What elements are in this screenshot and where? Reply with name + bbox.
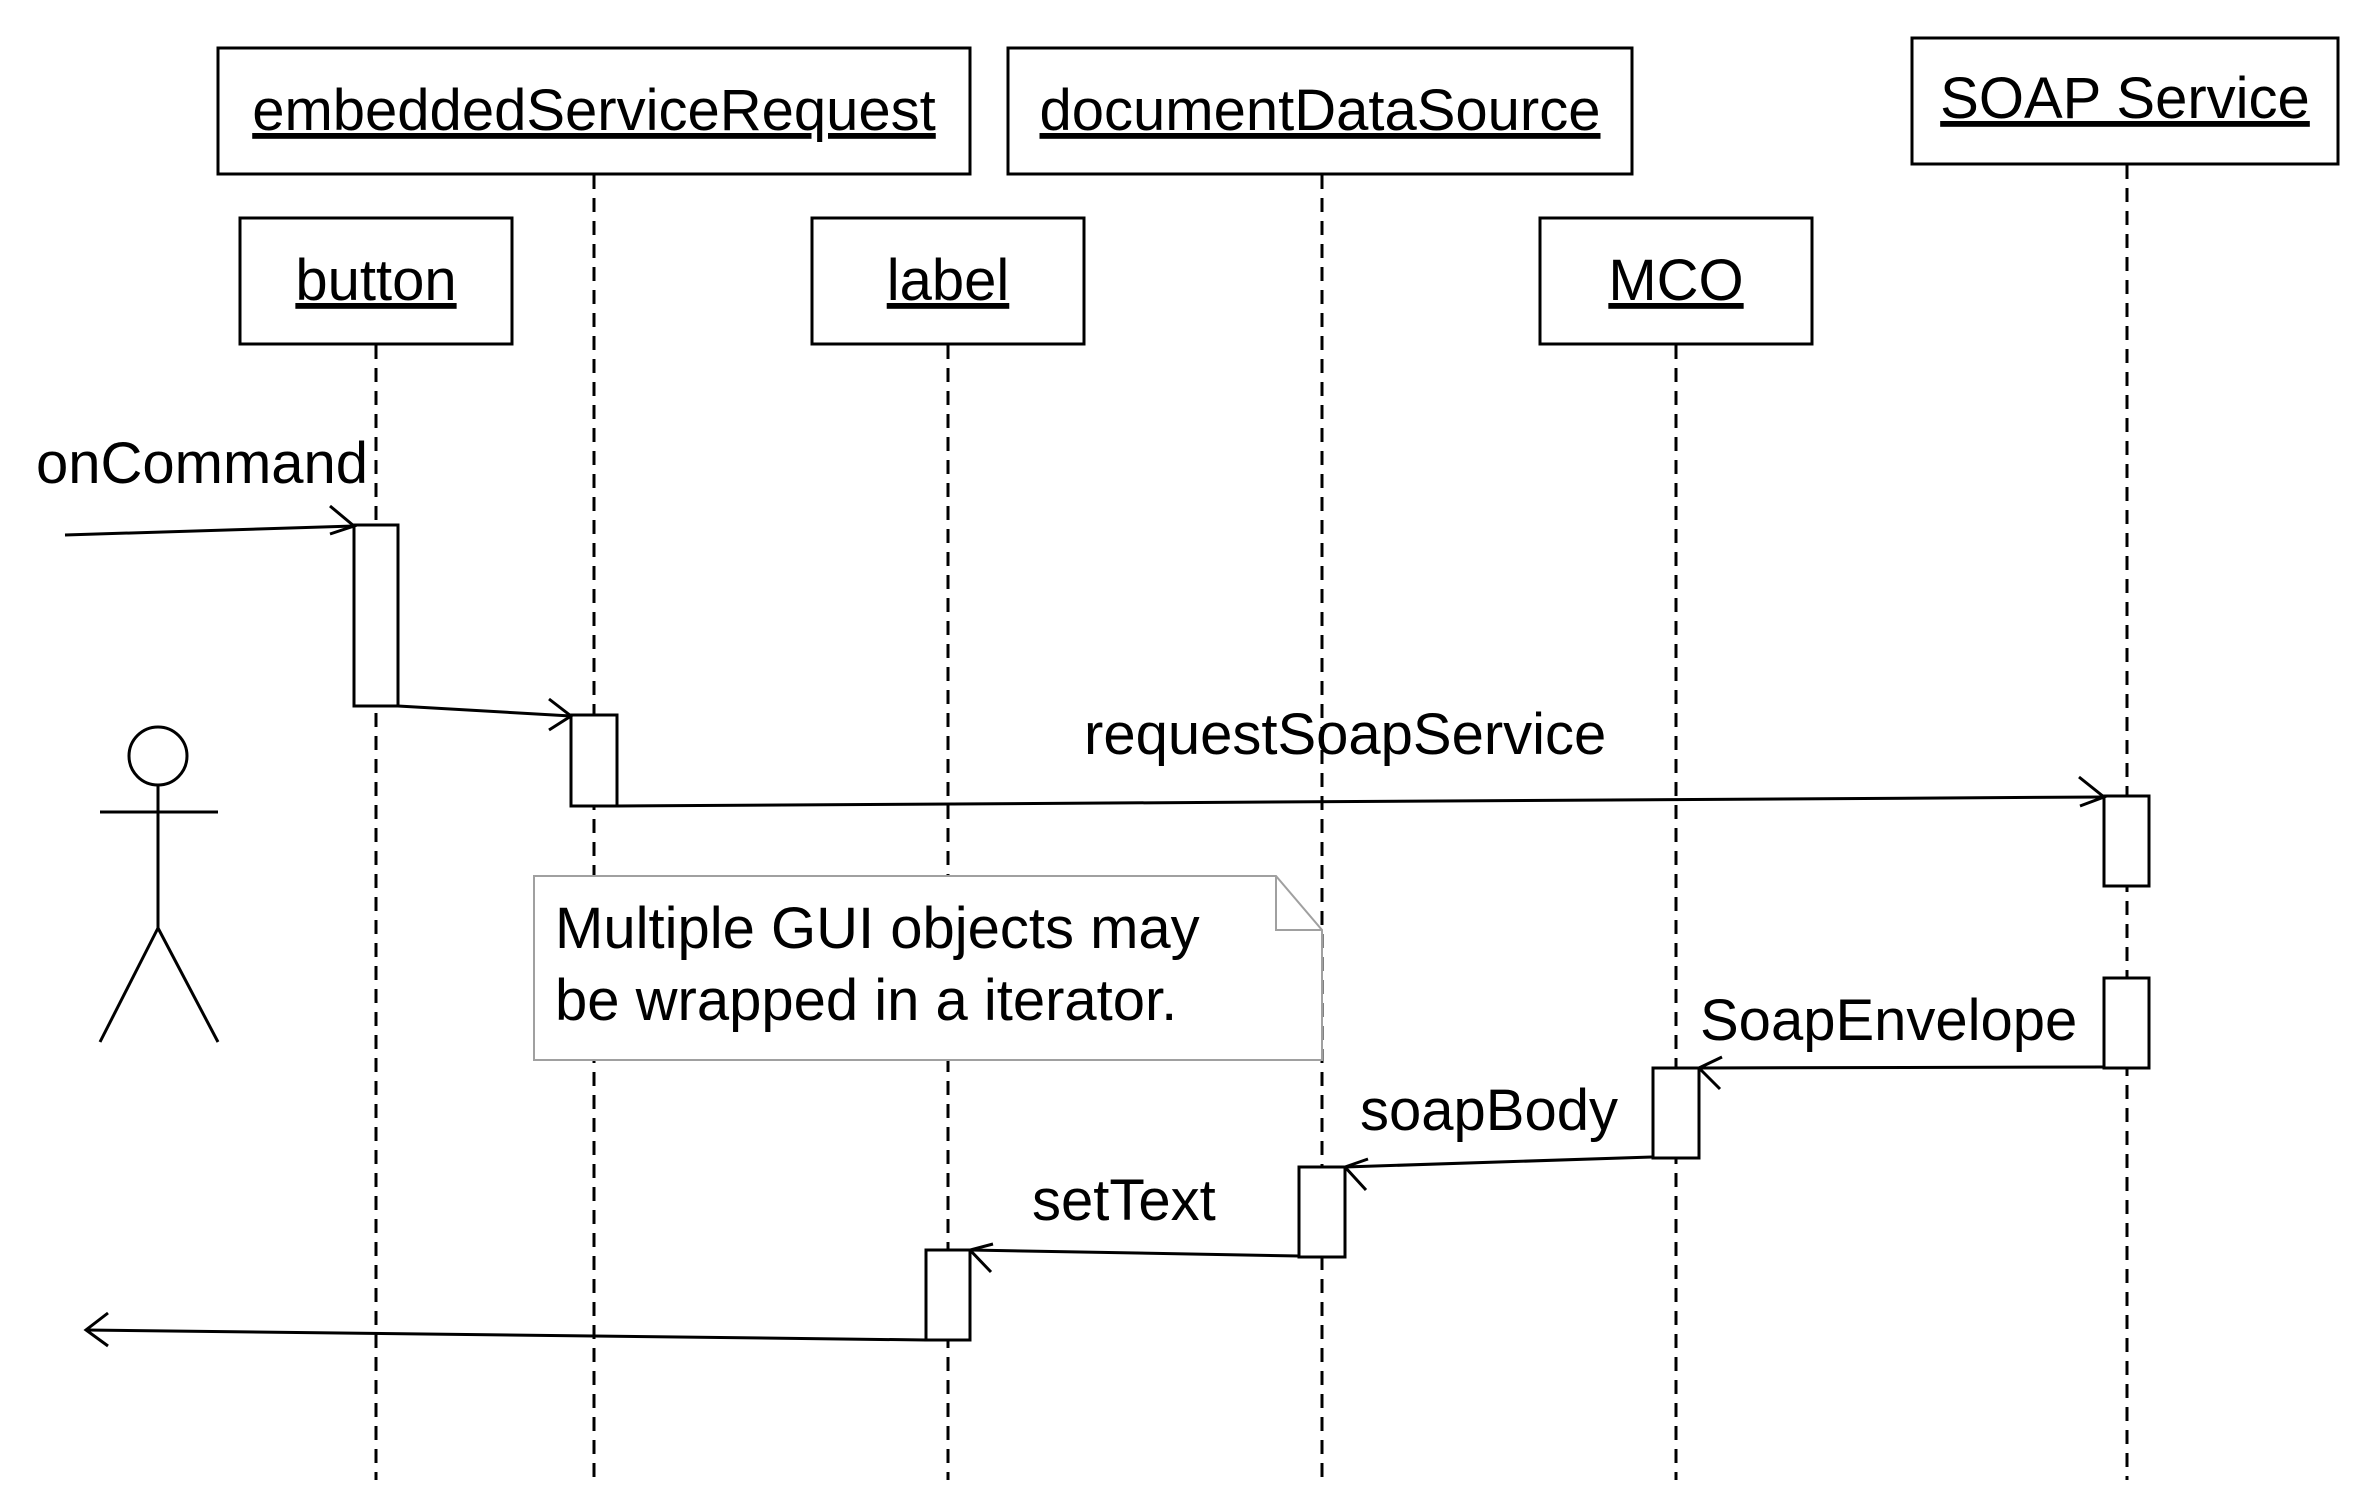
- activation-embedded-service-request: [569, 713, 619, 808]
- message-soap-envelope: [1696, 1055, 2105, 1091]
- message-on-command: [64, 504, 358, 537]
- object-label: label: [810, 216, 1086, 346]
- message-button-to-embedded-service-request: [397, 697, 574, 732]
- object-button: button: [238, 216, 514, 346]
- activation-mco: [1651, 1066, 1701, 1160]
- activation-document-data-source: [1297, 1165, 1347, 1259]
- object-mco: MCO: [1538, 216, 1814, 346]
- message-label-soap-envelope: SoapEnvelope: [1700, 988, 2077, 1053]
- actor-figure: [98, 725, 220, 1043]
- object-label-embedded-service-request: embeddedServiceRequest: [252, 78, 936, 143]
- object-label-mco: MCO: [1608, 248, 1743, 313]
- object-document-data-source: documentDataSource: [1006, 46, 1634, 176]
- object-embedded-service-request: embeddedServiceRequest: [216, 46, 972, 176]
- message-return-to-actor: [83, 1311, 927, 1348]
- activation-label: [924, 1248, 972, 1342]
- message-label-on-command: onCommand: [36, 431, 368, 496]
- object-label-soap-service: SOAP Service: [1940, 66, 2310, 131]
- note-line-1: Multiple GUI objects may: [555, 896, 1200, 961]
- message-set-text: [967, 1242, 1300, 1274]
- activation-button: [352, 523, 400, 708]
- message-request-soap-service: [616, 775, 2107, 808]
- note: Multiple GUI objects may be wrapped in a…: [533, 875, 1323, 1061]
- object-label-label: label: [887, 248, 1010, 313]
- object-label-button: button: [295, 248, 456, 313]
- activation-soap-service-response: [2102, 976, 2151, 1070]
- message-label-request-soap-service: requestSoapService: [1084, 702, 1606, 767]
- message-label-soap-body: soapBody: [1360, 1078, 1618, 1143]
- object-soap-service: SOAP Service: [1910, 36, 2340, 166]
- object-label-document-data-source: documentDataSource: [1040, 78, 1601, 143]
- note-line-2: be wrapped in a iterator.: [555, 968, 1177, 1033]
- message-soap-body: [1342, 1155, 1654, 1192]
- activation-soap-service-request: [2102, 794, 2151, 888]
- message-label-set-text: setText: [1032, 1168, 1216, 1233]
